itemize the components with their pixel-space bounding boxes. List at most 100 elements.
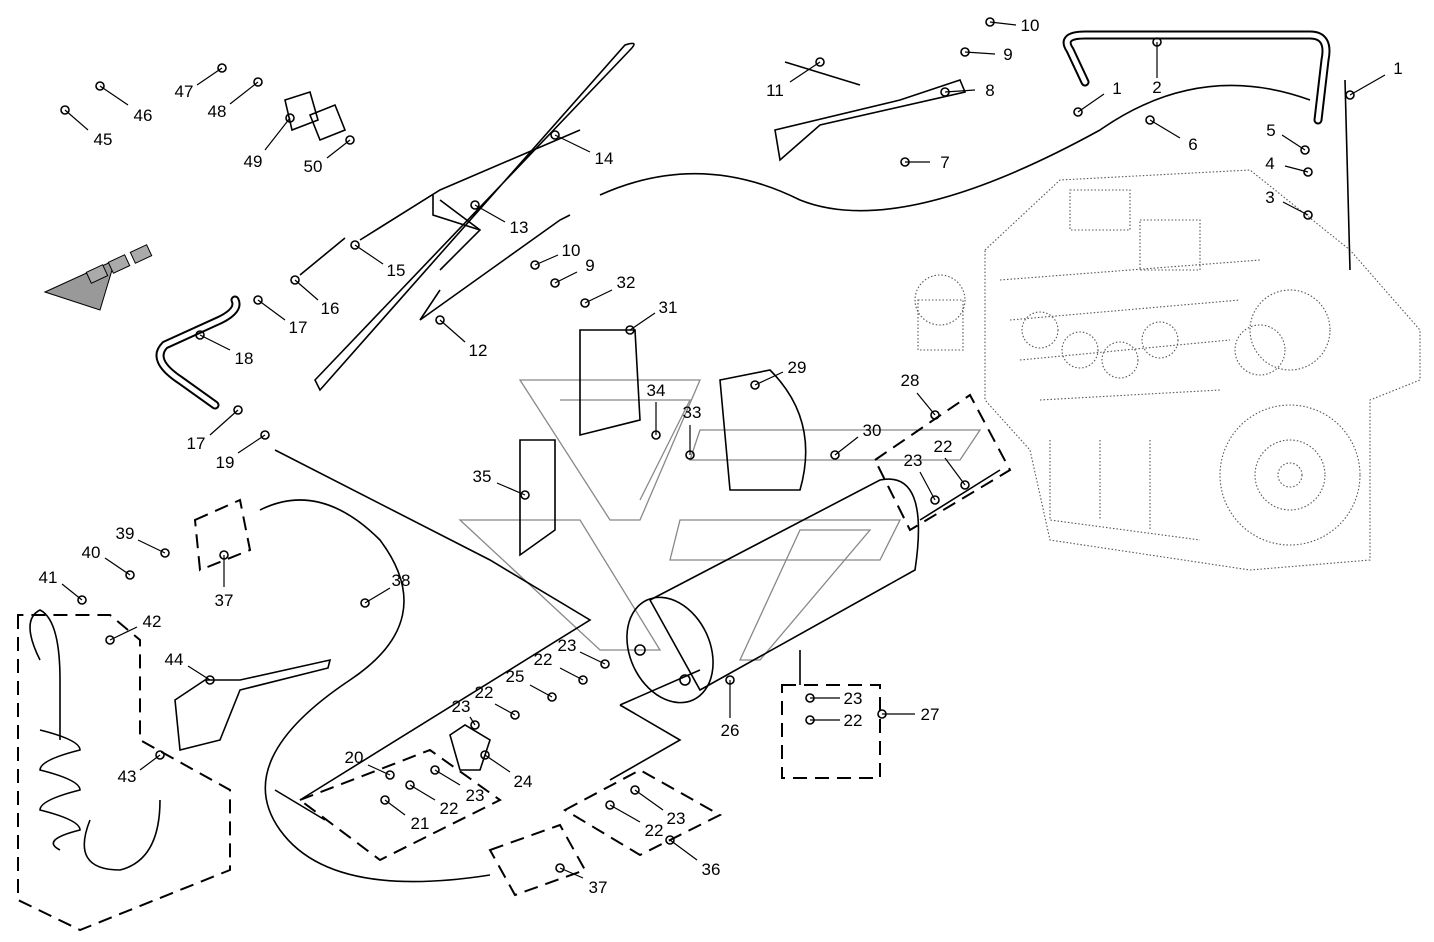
callout-label: 8 (985, 81, 994, 100)
leader-line (496, 482, 526, 496)
leader-line (559, 867, 584, 879)
callout-28: 28 (901, 371, 936, 416)
fitting-part (350, 240, 360, 250)
callout-label: 24 (514, 772, 533, 791)
fitting-part (510, 710, 520, 720)
callout-label: 27 (921, 705, 940, 724)
callout-41: 41 (39, 568, 83, 601)
callout-label: 37 (589, 878, 608, 897)
callout-label: 22 (534, 650, 553, 669)
leader-line (559, 667, 584, 681)
leader-line (529, 684, 553, 698)
callout-9: 9 (964, 45, 1013, 64)
leader-line (1077, 93, 1105, 113)
fitting-part (125, 570, 135, 580)
callout-19: 19 (216, 434, 266, 472)
leader-line (584, 289, 613, 304)
callout-17: 17 (187, 409, 239, 453)
callout-29: 29 (754, 358, 806, 386)
leader-line (789, 61, 821, 83)
leader-line (579, 651, 606, 665)
leader-line (61, 583, 83, 601)
callout-32: 32 (584, 273, 636, 304)
callout-label: 25 (506, 667, 525, 686)
fitting-part (550, 278, 560, 288)
leader-line (916, 392, 936, 416)
callout-label: 43 (118, 767, 137, 786)
callout-49: 49 (244, 117, 291, 171)
dashed-groups (17, 79, 1351, 932)
callout-label: 1 (1393, 59, 1402, 78)
callout-9: 9 (554, 256, 595, 284)
callout-label: 7 (940, 153, 949, 172)
callout-label: 16 (321, 299, 340, 318)
fitting-part (1303, 210, 1313, 220)
fitting-part (60, 105, 70, 115)
callout-1: 1 (1349, 59, 1403, 96)
leader-line (209, 409, 239, 436)
leader-line (137, 539, 166, 554)
leader-line (669, 839, 698, 861)
callout-38: 38 (364, 571, 411, 604)
callout-label: 12 (469, 341, 488, 360)
fitting-part (555, 863, 565, 873)
fitting-part (233, 405, 243, 415)
callout-8: 8 (944, 81, 995, 100)
callout-31: 31 (629, 298, 678, 331)
callout-label: 18 (235, 349, 254, 368)
callout-26: 26 (721, 680, 739, 740)
callout-label: 45 (94, 130, 113, 149)
callout-label: 22 (440, 799, 459, 818)
callout-24: 24 (484, 754, 533, 791)
fitting-part (550, 130, 560, 140)
callout-label: 13 (510, 218, 529, 237)
callout-label: 38 (392, 571, 411, 590)
callout-23: 23 (434, 769, 484, 805)
callout-23: 23 (452, 697, 476, 726)
fitting-part (547, 692, 557, 702)
fitting-part (605, 800, 615, 810)
air-tank (626, 478, 920, 704)
leader-line (989, 21, 1017, 26)
leader-line (474, 204, 506, 223)
fitting-part (385, 770, 395, 780)
fitting-part (625, 325, 635, 335)
fitting-part (95, 81, 105, 91)
fitting-part (930, 495, 940, 505)
callout-47: 47 (175, 67, 223, 101)
leader-line (494, 703, 516, 716)
fitting-part (470, 720, 480, 730)
callout-11: 11 (766, 61, 821, 100)
leader-line (364, 587, 391, 604)
callout-label: 37 (215, 591, 234, 610)
leader-line (187, 665, 211, 681)
callout-label: 22 (645, 821, 664, 840)
leader-line (139, 754, 161, 771)
callout-39: 39 (116, 524, 166, 554)
leader-line (294, 279, 319, 301)
fitting-part (630, 785, 640, 795)
fitting-part (380, 795, 390, 805)
leader-line (1149, 119, 1181, 139)
callout-label: 5 (1266, 121, 1275, 140)
callout-label: 32 (617, 273, 636, 292)
leader-line (409, 784, 436, 801)
engine-illustration (914, 169, 1421, 571)
leader-line (554, 134, 591, 153)
fitting-part (578, 675, 588, 685)
fitting-part (750, 380, 760, 390)
hoses (29, 30, 1331, 883)
fitting-part (77, 595, 87, 605)
fitting-part (470, 200, 480, 210)
watermark-logo (458, 379, 982, 661)
fitting-part (253, 77, 263, 87)
leader-line (237, 434, 266, 454)
fitting-part (480, 750, 490, 760)
leader-line (264, 117, 291, 151)
callout-23: 23 (634, 789, 685, 828)
callout-label: 31 (659, 298, 678, 317)
fitting-part (217, 63, 227, 73)
callout-30: 30 (834, 421, 881, 456)
callout-22: 22 (409, 784, 459, 818)
callout-37: 37 (215, 555, 234, 610)
